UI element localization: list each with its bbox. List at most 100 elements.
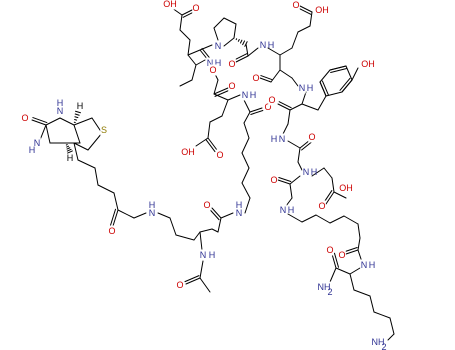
glu2-acid-oh-label-bg: [163, 0, 177, 10]
lys1-backbone-carbonyl-second: [209, 209, 220, 221]
ahx2-o-label: O: [338, 250, 345, 260]
biotin-carbonyl-second: [32, 117, 48, 124]
acetyl-o-label-bg: [176, 279, 184, 291]
ahx-chain: [241, 137, 250, 154]
biotin-carbonyl: [31, 119, 47, 126]
biotin-n1-label: N: [57, 106, 64, 116]
glu4-backbone: [289, 183, 293, 199]
lys2-o-label: O: [326, 245, 333, 255]
gly-o-label: O: [308, 132, 315, 142]
ahx-nh-label: N: [236, 208, 243, 218]
glu1-o-label-bg: [228, 80, 236, 92]
glu4-o-label: O: [270, 175, 277, 185]
ahx-carbonyl-second: [250, 109, 264, 115]
glu3-backbone: [267, 47, 281, 56]
glu4-side-chain: [323, 167, 333, 179]
pro-stereo: [240, 39, 243, 44]
glu4-acid-oh-label: OH: [339, 183, 353, 193]
tyr-oh-label: OH: [361, 59, 375, 69]
glu2-acid-carbonyl: [181, 8, 195, 16]
ahx2-chain: [329, 215, 345, 224]
acetyl-nh-label-bg: [199, 249, 207, 261]
pro-ring: [223, 17, 237, 25]
tyr-o-label: O: [268, 95, 275, 105]
biotin-o-label-bg: [21, 112, 29, 124]
tyr-ring-double3-second: [321, 80, 329, 96]
tyr-backbone: [289, 103, 303, 111]
tyr-carbonyl: [277, 103, 291, 111]
glu2-side-chain: [179, 14, 183, 31]
glu4-acid-o-label-bg: [318, 200, 326, 212]
ahx2-carbonyl-second: [344, 247, 358, 253]
glu2-carbonyl-bond: [187, 49, 201, 56]
pro-to-glu3: [247, 47, 259, 57]
glu3-nh-label-bg: [259, 39, 267, 51]
glu3-nh-h: H: [268, 40, 275, 50]
biotin-urea-ring: [59, 117, 75, 126]
glu3-to-tyr: [291, 77, 299, 87]
biotin-stereo-h1: [67, 150, 73, 154]
biotin-thiophane: [73, 142, 89, 151]
biotin-valeric-chain: [94, 167, 99, 186]
glu2-backbone: [187, 54, 197, 66]
ahx2-carbonyl: [345, 249, 359, 255]
glu1-side-chain: [209, 115, 223, 123]
glu3-o-label-bg: [252, 72, 260, 84]
biotin-thiophane: [87, 132, 103, 151]
lys1-side-chain: [169, 217, 177, 236]
glu4-nh-h: H: [311, 167, 318, 177]
ahx-chain: [243, 122, 250, 139]
biotin-valeric-chain: [73, 142, 79, 161]
biotin-stereo-h2: [74, 116, 79, 119]
glu4-acid-carbonyl: [325, 191, 335, 205]
glu4-side-chain: [331, 177, 335, 193]
biotin-stereo-h2: [74, 113, 80, 116]
lys2-backbone: [349, 267, 361, 275]
glu2-nh-label-bg: [206, 57, 214, 69]
acetyl-methyl: [199, 277, 211, 293]
ahx2-chain: [343, 215, 359, 225]
ahx-chain: [243, 111, 251, 124]
acetyl-o-label: O: [176, 280, 183, 290]
pro-carbonyl-second: [234, 53, 248, 61]
pro-carbonyl-bond: [245, 43, 249, 57]
glu3-side-chain: [309, 11, 313, 27]
glu3-carbonyl-second: [260, 75, 273, 81]
glu4-side-chain: [311, 167, 325, 177]
lys1-acetamide: [199, 231, 203, 251]
glu1-carbonyl-second: [214, 89, 230, 97]
acetyl-nh-h: H: [209, 250, 216, 260]
glu3-nh-label: N: [260, 40, 267, 50]
biotin-urea-ring: [73, 124, 81, 144]
biotin-n1-h: H: [57, 98, 64, 108]
biotin-n2-h: H: [29, 145, 36, 155]
ahx-chain: [241, 152, 250, 169]
lys2-nh-h: H: [369, 260, 376, 270]
tyr-oh-bond: [351, 67, 359, 81]
lys1-amide-o-label-bg: [108, 225, 116, 237]
tyr-ring: [319, 69, 331, 83]
ahx2-chain: [315, 214, 331, 224]
glu2-nh-h: H: [215, 58, 222, 68]
bond-layer: [31, 5, 395, 341]
lys2-nh-label-bg: [360, 259, 368, 271]
gly-backbone: [297, 147, 301, 163]
lys2-side-chain: [373, 311, 391, 319]
lys1-backbone-carbonyl: [211, 207, 222, 219]
glu2-to-pro: [199, 44, 213, 51]
glu3-down: [279, 69, 293, 79]
glu3-acid-carbonyl-second: [298, 7, 312, 15]
tyr-ring-double1-second: [339, 77, 351, 91]
lys2-amine-h2: 2: [381, 342, 386, 350]
lys1-backbone: [217, 217, 222, 233]
glu1-nh-label: N: [242, 90, 249, 100]
pro-ring: [213, 27, 219, 41]
glu3-carbonyl: [259, 77, 272, 83]
pro-ring: [233, 23, 237, 39]
glu2-acid-o-label: O: [192, 3, 199, 13]
biotin-stereo-h2: [74, 118, 78, 121]
gly-to-glu4: [297, 161, 303, 171]
ahx-nh-h: H: [236, 200, 243, 210]
ahx-chain: [241, 167, 250, 184]
biotin-n2-label-bg: [33, 137, 41, 149]
